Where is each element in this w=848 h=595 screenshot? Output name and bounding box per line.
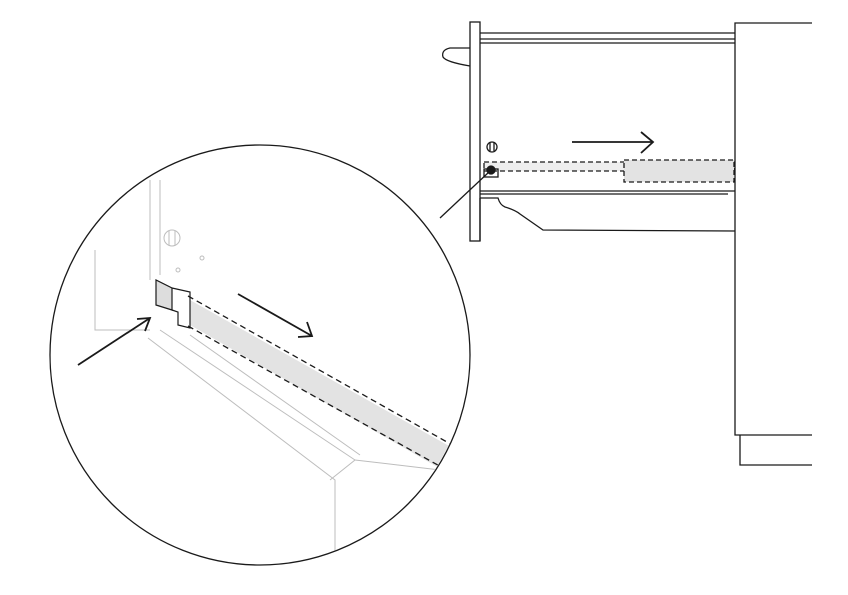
detail-clip [155,279,191,329]
arrow-diagonal-detail [237,293,314,338]
detail-magnifier [49,144,471,566]
arrow-right-main [572,131,655,154]
drawer-rail [483,159,735,183]
drawer [442,21,736,242]
cabinet [734,22,812,466]
drawer-handle [442,47,471,67]
arrow-push-detail [77,316,152,366]
detail-rail [187,295,469,484]
detail-leader-line [439,171,490,219]
screw-icon [486,141,498,153]
